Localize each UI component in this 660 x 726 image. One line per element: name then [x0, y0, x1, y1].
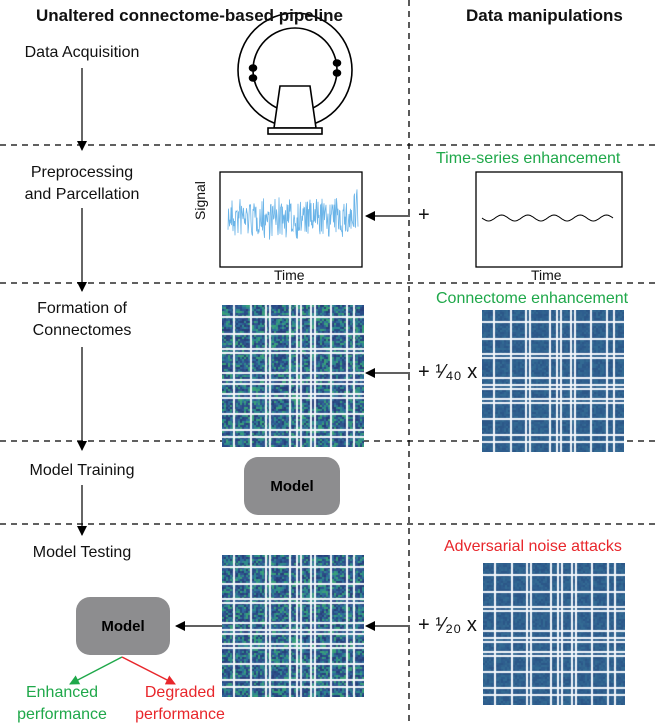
stage-label: Model Testing [32, 544, 132, 561]
enhancement-x-label: Time [531, 267, 562, 283]
stage-formation: Formation of Connectomes [16, 298, 148, 342]
stage-label-line1: Formation of [37, 300, 127, 317]
stage-model-training: Model Training [16, 460, 148, 482]
adversarial-noise-title: Adversarial noise attacks [444, 538, 622, 555]
stage-label-line1: Preprocessing [30, 164, 134, 181]
connectome-matrix-original [222, 305, 364, 447]
right-header: Data manipulations [466, 6, 623, 25]
connectome-scale-operator: + ¹⁄₄₀ x [418, 361, 478, 383]
degraded-performance-label: Degraded performance [128, 682, 232, 726]
stage-preprocessing: Preprocessing and Parcellation [16, 162, 148, 206]
sine-trace [481, 214, 614, 222]
stage-label-line2: Connectomes [32, 322, 132, 339]
model-label: Model [270, 477, 314, 495]
model-training-box: Model [244, 457, 340, 515]
model-label: Model [101, 617, 145, 635]
outcome-line2: performance [17, 706, 107, 723]
enhanced-performance-label: Enhanced performance [12, 682, 112, 726]
timeseries-enhancement-title: Time-series enhancement [436, 150, 621, 167]
plus-operator: + [418, 204, 430, 226]
connectome-enhancement-title: Connectome enhancement [436, 290, 629, 307]
signal-x-label: Time [274, 267, 305, 283]
stage-model-testing: Model Testing [16, 542, 148, 564]
connectome-matrix-test [222, 555, 364, 697]
degraded-arrow [121, 656, 176, 685]
adversarial-noise-matrix [483, 563, 625, 705]
stage-label-line2: and Parcellation [24, 186, 140, 203]
adversarial-scale-operator: + ¹⁄₂₀ x [418, 614, 477, 636]
signal-trace [227, 189, 359, 240]
mri-scanner-icon [237, 12, 353, 135]
signal-y-label: Signal [192, 181, 208, 220]
outcome-line2: performance [135, 706, 225, 723]
outcome-line1: Degraded [144, 684, 216, 701]
stage-label: Data Acquisition [24, 44, 140, 61]
model-testing-box: Model [76, 597, 170, 655]
connectome-enhancement-matrix [482, 310, 624, 452]
outcome-line1: Enhanced [25, 684, 99, 701]
stage-label: Model Training [29, 462, 135, 479]
stage-data-acquisition: Data Acquisition [16, 42, 148, 64]
enhancement-plot-frame [475, 171, 623, 268]
left-header: Unaltered connectome-based pipeline [36, 6, 344, 25]
enhanced-arrow [69, 656, 123, 685]
